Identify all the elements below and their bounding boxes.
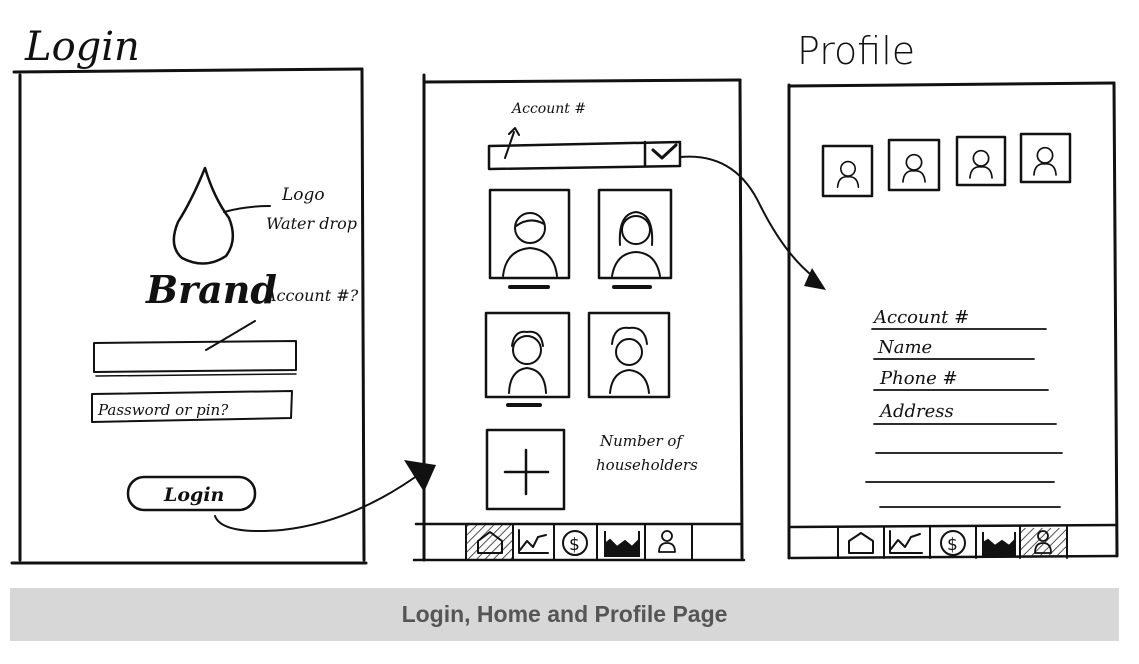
address-field[interactable]: Address [865, 401, 1063, 508]
home-phone-frame [412, 73, 746, 562]
profile-avatar-3[interactable] [955, 135, 1007, 187]
home-account-annotation: Account # [510, 101, 586, 117]
home-icon [477, 531, 503, 554]
account-select-dropdown[interactable] [487, 140, 682, 171]
profile-bottom-nav: $ [789, 523, 1119, 559]
svg-text:$: $ [947, 535, 958, 555]
dollar-icon: $ [562, 530, 588, 556]
water-level-icon [982, 532, 1016, 556]
login-button[interactable]: Login [126, 475, 257, 512]
nav-water-level-button[interactable] [982, 532, 1016, 556]
person-avatar-icon [1033, 146, 1057, 176]
water-drop-annotation: Water drop [266, 214, 357, 233]
account-number-field[interactable]: Account # [871, 307, 1047, 330]
member-tile-2[interactable] [597, 188, 673, 289]
person-avatar-icon [502, 212, 558, 277]
login-page-title: Login [24, 24, 140, 70]
caption-bar: Login, Home and Profile Page [10, 588, 1119, 641]
svg-text:$: $ [569, 535, 580, 555]
phone-number-field[interactable]: Phone # [873, 368, 1049, 391]
home-to-profile-arrow [679, 155, 826, 290]
profile-page-title: Profile [797, 29, 915, 73]
profile-avatar-2[interactable] [887, 138, 941, 192]
person-icon [658, 530, 676, 553]
nav-billing-button[interactable]: $ [562, 530, 588, 556]
phone-number-label: Phone # [879, 368, 958, 389]
member-tile-4[interactable] [587, 311, 671, 399]
address-label: Address [878, 401, 954, 422]
person-avatar-icon [836, 160, 860, 188]
home-bottom-nav: $ [414, 522, 744, 561]
brand-label: Brand [145, 267, 277, 312]
nav-billing-button[interactable]: $ [940, 530, 966, 556]
nav-water-level-button[interactable] [604, 531, 640, 557]
profile-avatar-row [821, 132, 1072, 198]
water-level-icon [604, 531, 640, 557]
profile-details-form: Account # Name Phone # Address [865, 307, 1063, 508]
nav-home-button[interactable] [848, 532, 874, 554]
name-field[interactable]: Name [873, 337, 1035, 360]
person-avatar-icon [902, 153, 926, 183]
person-icon [1034, 530, 1052, 554]
password-placeholder: Password or pin? [97, 401, 229, 419]
profile-avatar-4[interactable] [1019, 132, 1072, 184]
person-avatar-icon [611, 211, 661, 277]
member-tile-3[interactable] [484, 311, 571, 407]
water-drop-icon [172, 166, 271, 265]
nav-profile-button[interactable] [658, 530, 676, 553]
chart-icon [518, 529, 549, 554]
check-icon [651, 143, 678, 160]
householders-annotation-line1: Number of [599, 432, 684, 450]
chart-icon [889, 530, 923, 554]
login-button-label: Login [163, 484, 224, 506]
account-number-label: Account # [872, 307, 969, 328]
householders-annotation-line2: householders [596, 456, 698, 474]
annotation-arrow [504, 127, 520, 159]
logo-annotation: Logo [281, 185, 325, 205]
dollar-icon: $ [940, 530, 966, 556]
profile-avatar-1[interactable] [821, 144, 874, 198]
caption-text: Login, Home and Profile Page [401, 601, 728, 627]
nav-usage-chart-button[interactable] [889, 530, 923, 554]
login-phone-frame [10, 67, 368, 565]
plus-icon [503, 448, 550, 496]
nav-home-button[interactable] [467, 525, 512, 559]
account-number-input[interactable] [93, 340, 297, 377]
nav-usage-chart-button[interactable] [518, 529, 549, 554]
person-avatar-icon [508, 330, 547, 394]
nav-profile-button[interactable] [1021, 528, 1066, 557]
login-to-home-arrow [214, 460, 436, 533]
name-label: Name [877, 337, 932, 358]
member-tile-1[interactable] [488, 188, 571, 289]
add-householder-button[interactable] [485, 428, 566, 511]
account-annotation: Account #? [263, 286, 359, 305]
person-avatar-icon [609, 326, 650, 394]
person-avatar-icon [969, 149, 993, 179]
home-icon [848, 532, 874, 554]
password-input[interactable]: Password or pin? [91, 390, 293, 423]
